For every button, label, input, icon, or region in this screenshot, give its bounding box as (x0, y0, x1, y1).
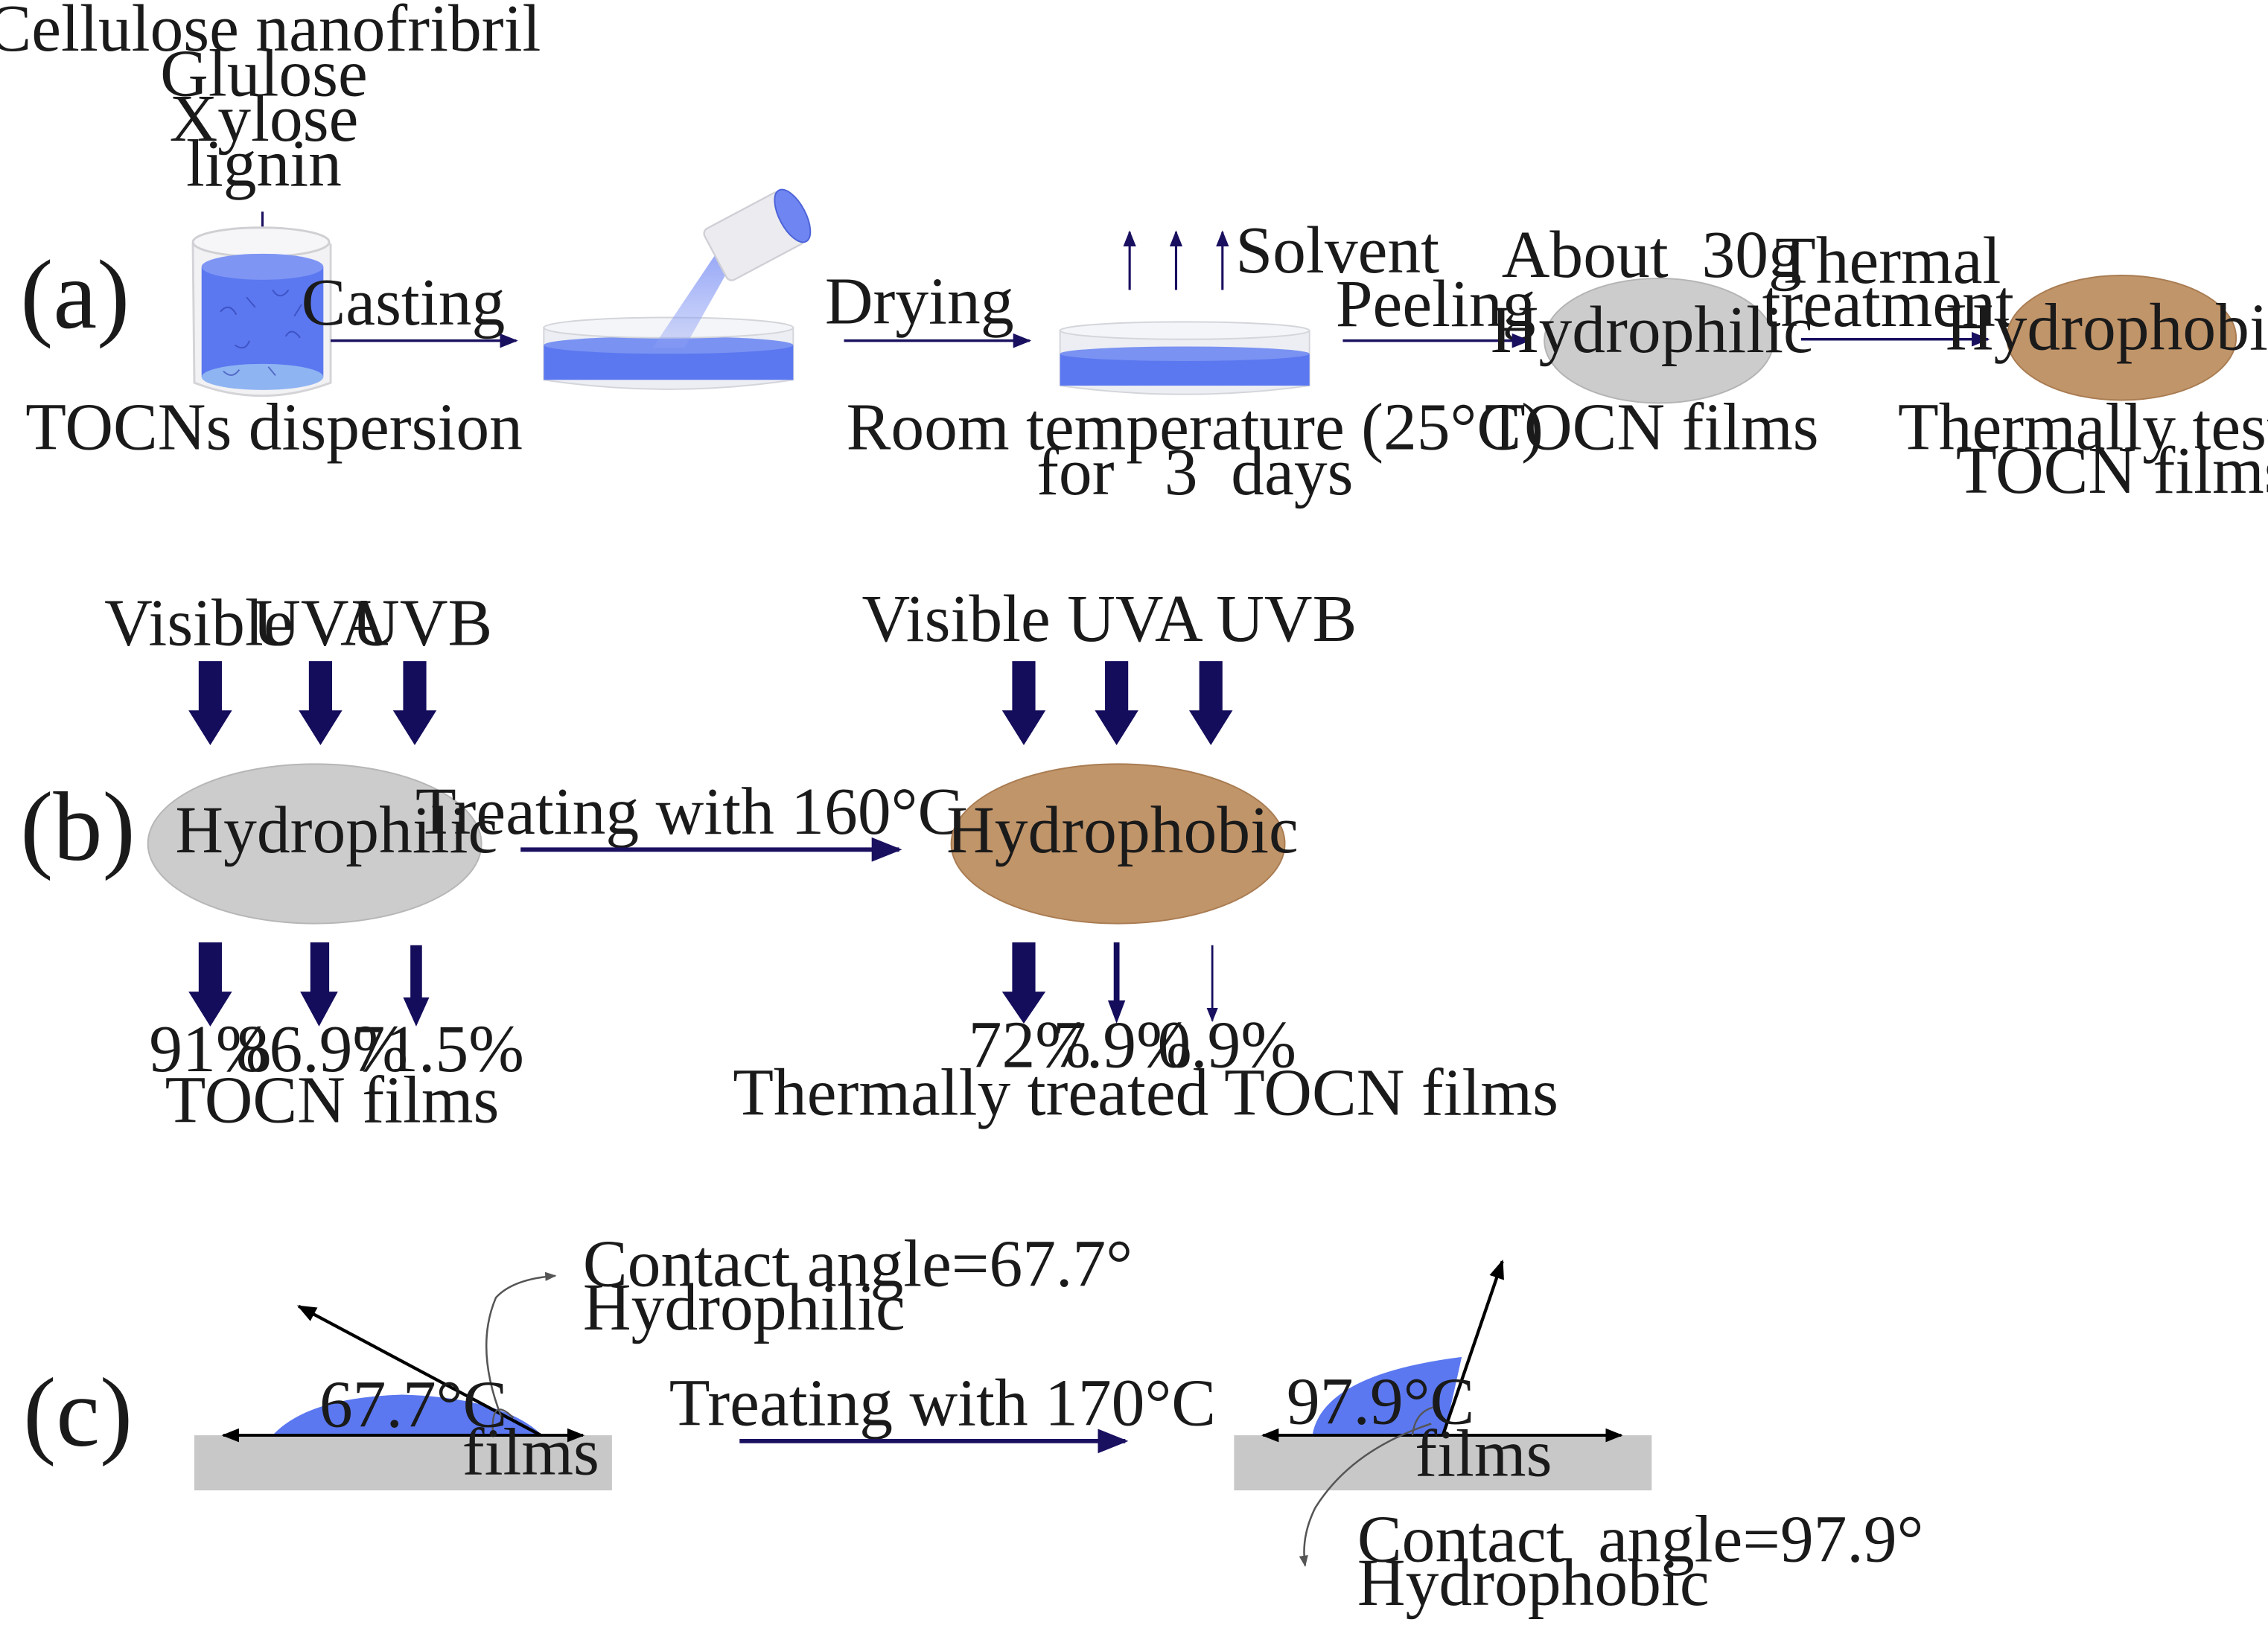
pouring-dish-icon (543, 188, 812, 390)
hydrophobic-ellipse (950, 763, 1286, 925)
drying-condition-line2: for 3 days (1036, 435, 1353, 509)
transmittance-visible: 91% (149, 1012, 271, 1086)
angle-label-right: 97.9°C (1287, 1365, 1474, 1438)
droplet-left (273, 1394, 543, 1436)
dispersion-label: TOCNs dispersion (25, 391, 523, 465)
panel-label-c: (c) (23, 1358, 133, 1467)
hydrophilic-film-label: Hydrophilic (1491, 293, 1813, 367)
contact-angle-left-line2: Hydrophilic (583, 1271, 905, 1344)
droplet-right (1312, 1356, 1462, 1436)
callout-arrow-right (1299, 1423, 1432, 1567)
drying-dish-icon (1059, 321, 1310, 395)
ingredient-1: Cellulose nanofribril (0, 0, 541, 66)
tested-label-line1: Thermally tested (1898, 391, 2268, 465)
contact-angle-left-line1: Contact angle=67.7° (583, 1227, 1133, 1300)
transmittance-uva: 86.9% (236, 1012, 408, 1086)
panel-label-a: (a) (20, 240, 130, 349)
panel-label-b: (b) (20, 772, 135, 881)
drying-condition-line1: Room temperature (25°C) (847, 391, 1544, 465)
transmitted-arrow-uva-treated (1107, 942, 1126, 1024)
thermal-label-line2: treatment (1762, 267, 2014, 341)
incident-arrow-uva-treated (1095, 661, 1138, 746)
beaker-icon (191, 226, 332, 398)
step-casting-label: Casting (302, 266, 506, 339)
transmittance-uva-treated: 7.9% (1053, 1008, 1192, 1082)
thermal-label-line1: Thermal (1775, 224, 2001, 298)
transmitted-arrow-uvb (403, 945, 430, 1027)
transmittance-uvb: 71.5% (351, 1012, 523, 1086)
incident-arrow-visible-treated (1001, 661, 1046, 746)
film-substrate-right (1234, 1435, 1652, 1491)
light-label-uvb: UVB (351, 587, 492, 660)
films-label-right: films (1415, 1417, 1552, 1491)
contact-angle-right-line1: Contact angle=97.9° (1357, 1503, 1924, 1577)
ingredient-2: Glulose (160, 37, 368, 111)
films-label-left: films (462, 1416, 599, 1490)
film-substrate-left (194, 1435, 612, 1491)
transmitted-arrow-uva (300, 942, 338, 1027)
hydrophobic-film-ellipse (2006, 275, 2237, 401)
hydrophilic-ellipse (147, 763, 482, 925)
treatment-170-label: Treating with 170°C (669, 1366, 1216, 1440)
hydrophilic-label: Hydrophilic (175, 794, 497, 867)
ingredient-3: Xylose (170, 82, 359, 156)
step-drying-label: Drying (825, 264, 1014, 338)
solvent-label: Solvent (1235, 214, 1439, 287)
hydrophobic-film-label: Hydrophobic (1946, 290, 2268, 364)
tocn-films-label: TOCN films (1485, 391, 1819, 465)
transmitted-arrow-visible-treated (1001, 942, 1046, 1024)
light-label-uva: UVA (252, 587, 389, 660)
panel-b: (b) Visible UVA UVB Hydrophilic 91% 86.9… (20, 582, 1558, 1137)
incident-arrow-uvb-treated (1189, 661, 1233, 746)
callout-arrow-left (485, 1271, 557, 1419)
treated-films-caption: Thermally treated TOCN films (733, 1056, 1558, 1130)
incident-arrow-visible (188, 661, 232, 746)
transmittance-uvb-treated: 0.9% (1157, 1008, 1296, 1082)
panel-a: (a) Cellulose nanofribril Glulose Xylose… (0, 0, 2268, 509)
hydrophobic-label: Hydrophobic (946, 794, 1299, 867)
transmitted-arrow-visible (188, 942, 232, 1027)
tested-label-line2: TOCN films (1956, 434, 2268, 508)
treatment-160-label: Treating with 160°C (415, 775, 962, 849)
angle-arc-left (491, 1408, 515, 1436)
transmittance-visible-treated: 72% (969, 1008, 1091, 1082)
tangent-line-right (1441, 1259, 1504, 1436)
light-label-visible: Visible (104, 587, 293, 660)
light-labels-right: Visible UVA UVB (861, 582, 1357, 656)
step-peeling-label: Peeling (1336, 267, 1536, 341)
tocn-films-caption: TOCN films (165, 1063, 500, 1137)
angle-label-left: 67.7°C (319, 1367, 507, 1441)
incident-arrow-uvb (392, 661, 437, 746)
incident-arrow-uva (299, 661, 343, 746)
hydrophilic-film-ellipse (1544, 277, 1774, 404)
ingredient-4: lignin (186, 127, 342, 200)
panel-c: (c) 67.7°C films Contact angle=67.7° Hyd… (23, 1227, 1923, 1619)
contact-angle-right-line2: Hydrophobic (1357, 1546, 1710, 1620)
